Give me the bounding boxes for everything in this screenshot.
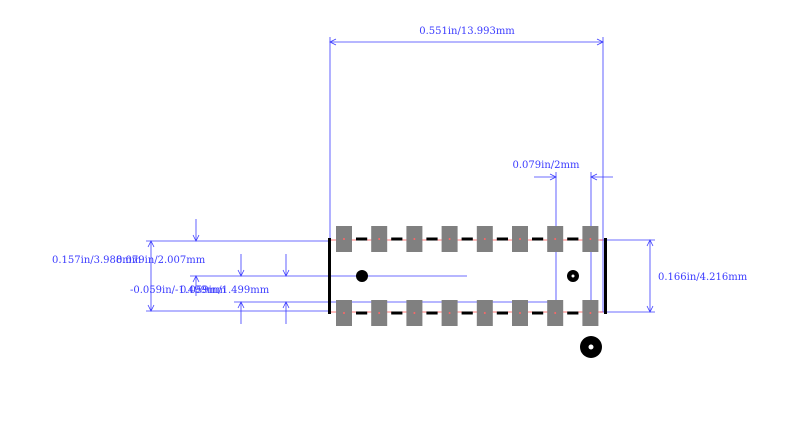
pad-center-top-7 <box>554 238 557 240</box>
pad-row-top <box>336 226 599 252</box>
silkscreen-dash-bottom-5 <box>496 311 508 315</box>
silkscreen-dash-top-2 <box>391 237 403 241</box>
silkscreen-dash-bottom-2 <box>391 311 403 315</box>
pad-center-bottom-1 <box>343 312 345 314</box>
pad-center-bottom-2 <box>378 312 381 314</box>
height-arrow-bottom <box>646 305 654 313</box>
overall-height-label: 0.166in/4.216mm <box>658 272 748 283</box>
silkscreen-dash-top-6 <box>532 237 544 241</box>
left-arrow-4-top <box>282 269 290 277</box>
left-arrow-2-top <box>192 234 200 242</box>
arrow-left <box>329 38 337 46</box>
overall-height-dimension <box>600 239 655 313</box>
arrow-right <box>596 38 604 46</box>
silkscreen-dash-bottom-7 <box>567 311 579 315</box>
pad-center-bottom-4 <box>448 312 451 314</box>
pad-center-bottom-6 <box>519 312 521 314</box>
silkscreen-dash-top-4 <box>461 237 473 241</box>
left-arrow-outer-top <box>147 240 155 248</box>
silkscreen-dash-top-3 <box>426 237 438 241</box>
pad-center-top-5 <box>483 238 486 240</box>
left-top-overlap-label: 0.079in/2.007mm <box>116 255 206 266</box>
left-arrow-4-bottom <box>282 301 290 309</box>
left-dimensions <box>146 219 560 324</box>
silkscreen-dash-top-1 <box>356 237 368 241</box>
silkscreen-dash-bottom-6 <box>532 311 544 315</box>
silkscreen-dash-bottom-1 <box>356 311 368 315</box>
origin-marker-center <box>588 344 594 350</box>
silkscreen-dash-bottom-3 <box>426 311 438 315</box>
pad-center-bottom-3 <box>413 312 416 314</box>
pad-center-bottom-8 <box>589 312 592 314</box>
left-arrow-3-bottom <box>237 301 245 309</box>
pin1-marker <box>356 270 368 282</box>
overall-length-label: 0.551in/13.993mm <box>419 26 515 37</box>
silkscreen-dash-top-7 <box>567 237 579 241</box>
height-arrow-top <box>646 239 654 247</box>
left-bottom-overlap-label: 0.059in/1.499mm <box>180 285 270 296</box>
overall-length-dimension <box>329 37 604 312</box>
pad-center-bottom-7 <box>554 312 557 314</box>
silkscreen-dash-top-5 <box>496 237 508 241</box>
pad-center-top-6 <box>519 238 521 240</box>
silkscreen-dash-bottom-4 <box>461 311 473 315</box>
pad-center-top-1 <box>343 238 345 240</box>
pitch-label: 0.079in/2mm <box>513 160 580 171</box>
pad-center-bottom-5 <box>483 312 486 314</box>
left-bottom-label: -0.059in/-1.499mm <box>130 285 227 296</box>
pad-center-top-2 <box>378 238 381 240</box>
pad-center-top-8 <box>589 238 592 240</box>
pitch-dimension <box>534 172 613 312</box>
pad-row-bottom <box>336 300 599 326</box>
body-right-outline <box>604 238 607 314</box>
left-arrow-outer-bottom <box>147 304 155 312</box>
left-top-label: 0.157in/3.988mm <box>52 255 142 266</box>
alignment-marker-center <box>571 274 575 278</box>
pitch-arrow-right <box>590 173 598 181</box>
pad-center-top-3 <box>413 238 416 240</box>
pitch-arrow-left <box>549 173 557 181</box>
body-left-outline <box>328 238 331 314</box>
left-arrow-3-top <box>237 269 245 277</box>
pad-center-top-4 <box>448 238 451 240</box>
